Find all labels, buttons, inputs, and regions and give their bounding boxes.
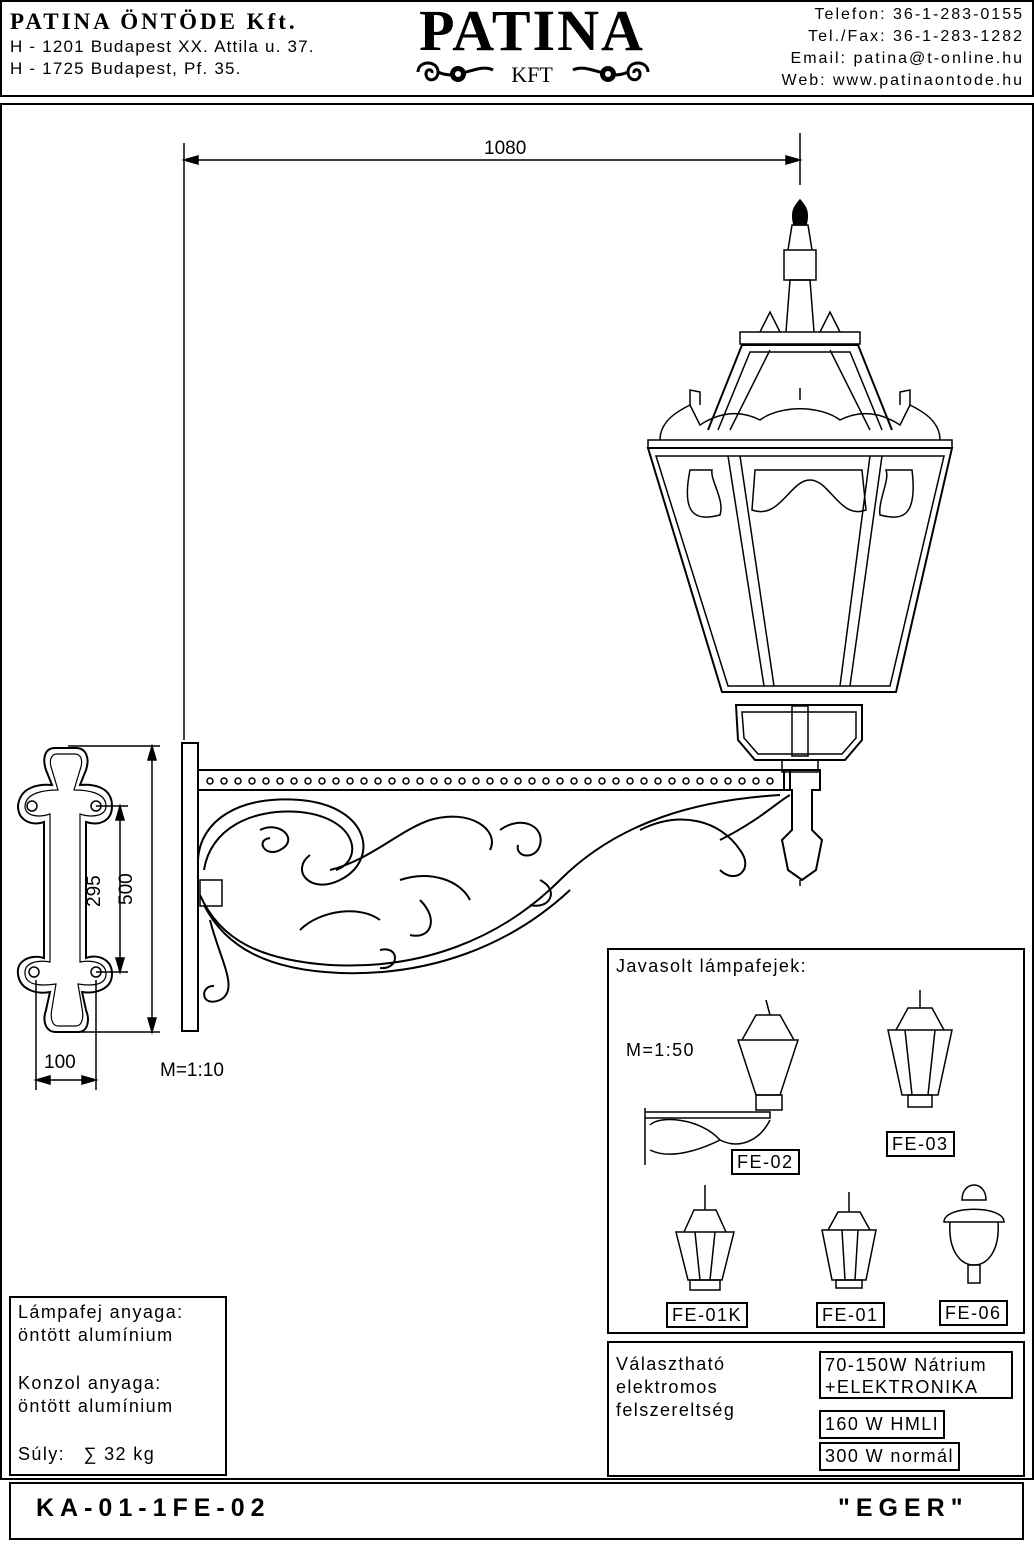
lantern-crown: [659, 403, 941, 441]
suggested-heads-box: [607, 948, 1025, 1334]
bracket-arm: [198, 769, 791, 791]
electrical-option-1b: +ELEKTRONIKA: [825, 1377, 979, 1397]
drawing-frame: [0, 103, 1034, 1480]
technical-drawing: [16, 133, 954, 1090]
fe-03-sketch: [887, 990, 953, 1108]
suggested-heads-scale: M=1:50: [626, 1040, 695, 1060]
head-material-value: öntött alumínium: [18, 1325, 174, 1345]
electrical-label-3: felszereltség: [616, 1400, 736, 1420]
lantern-bottom: [734, 704, 863, 761]
company-name: PATINA ÖNTÖDE Kft.: [10, 9, 298, 34]
electrical-box: [607, 1341, 1025, 1477]
email-text: Email: patina@t-online.hu: [790, 50, 1024, 67]
electrical-option-2: 160 W HMLI: [819, 1410, 946, 1439]
address-line-1: H - 1201 Budapest XX. Attila u. 37.: [10, 37, 315, 56]
bracket-material-label: Konzol anyaga:: [18, 1373, 162, 1393]
electrical-label-block: Választható elektromos felszereltség: [616, 1353, 735, 1422]
lantern-body: [646, 447, 954, 693]
weight-value: ∑ 32 kg: [83, 1444, 156, 1464]
dim-label-500: 500: [116, 873, 137, 905]
lamp-label-fe-01: FE-01: [816, 1302, 885, 1328]
wall-plate-side: [181, 742, 199, 1032]
fe-06-sketch: [943, 1184, 1005, 1284]
lamp-label-fe-01k: FE-01K: [666, 1302, 749, 1328]
fe-01-sketch: [821, 1192, 877, 1289]
fe-01k-sketch: [675, 1185, 735, 1291]
brand-sub-text: KFT: [511, 62, 553, 87]
phone-text: Telefon: 36-1-283-0155: [814, 6, 1024, 23]
bracket-scrollwork: [197, 794, 791, 1003]
head-material-label: Lámpafej anyaga:: [18, 1302, 184, 1322]
brand-logo-text: PATINA: [419, 0, 645, 63]
product-code: KA-01-1FE-02: [36, 1494, 271, 1522]
material-box: [9, 1296, 227, 1476]
electrical-option-3: 300 W normál: [819, 1442, 960, 1471]
bracket-beads: [206, 777, 774, 785]
suggested-heads-heading: Javasolt lámpafejek:: [616, 956, 808, 976]
bracket-material-value: öntött alumínium: [18, 1396, 174, 1416]
dim-label-295: 295: [84, 875, 105, 907]
address-line-2: H - 1725 Budapest, Pf. 35.: [10, 59, 242, 78]
fe-02-sketch: [644, 999, 800, 1165]
lamp-label-fe-06: FE-06: [939, 1300, 1008, 1326]
web-text: Web: www.patinaontode.hu: [781, 72, 1024, 89]
dim-label-1080: 1080: [484, 138, 527, 159]
electrical-label-2: elektromos: [616, 1377, 719, 1397]
electrical-label-1: Választható: [616, 1354, 726, 1374]
suggested-heads-sketches: [644, 990, 1005, 1291]
lantern-roof: [707, 344, 893, 431]
lamp-fitter: [780, 769, 824, 882]
header-frame: [0, 0, 1034, 97]
fax-text: Tel./Fax: 36-1-283-1282: [808, 28, 1024, 45]
scale-label-main: M=1:10: [160, 1060, 224, 1081]
lamp-label-fe-03: FE-03: [886, 1131, 955, 1157]
brand-ornament-icon: [416, 61, 650, 82]
header-contact-block: Telefon: 36-1-283-0155 Tel./Fax: 36-1-28…: [782, 4, 1025, 92]
header-company-block: PATINA ÖNTÖDE Kft. H - 1201 Budapest XX.…: [10, 8, 315, 80]
weight-label: Súly:: [18, 1444, 66, 1464]
lamp-label-fe-02: FE-02: [731, 1149, 800, 1175]
material-block: Lámpafej anyaga: öntött alumínium Konzol…: [18, 1301, 184, 1466]
product-name: "EGER": [838, 1494, 969, 1522]
footer-frame: [9, 1482, 1024, 1540]
dim-label-100: 100: [44, 1052, 76, 1073]
electrical-option-1a: 70-150W Nátrium: [825, 1355, 988, 1375]
electrical-option-1: 70-150W Nátrium +ELEKTRONIKA: [819, 1351, 1013, 1399]
